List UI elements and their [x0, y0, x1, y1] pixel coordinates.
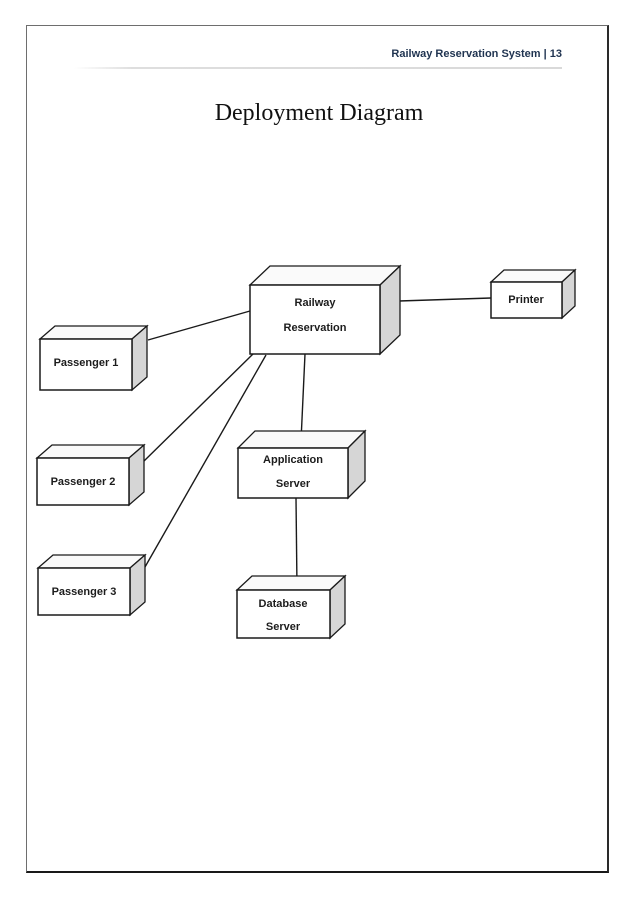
- node-passenger-1: Passenger 1: [38, 324, 149, 392]
- node-appserver-label-line2: Server: [276, 478, 311, 490]
- connector-railway-printer: [398, 297, 492, 302]
- node-appserver-top-face: [236, 430, 367, 449]
- node-railway-front-face: [249, 284, 381, 355]
- node-railway-label-line1: Railway: [295, 297, 337, 309]
- node-passenger2-label: Passenger 2: [51, 476, 116, 488]
- connector-appserver-dbserver: [295, 497, 298, 589]
- header-rule: [74, 67, 562, 69]
- node-railway-label-line2: Reservation: [284, 322, 347, 334]
- node-printer: Printer: [489, 268, 577, 320]
- node-passenger-3: Passenger 3: [36, 553, 147, 617]
- connectors: [142, 297, 492, 589]
- node-dbserver-top-face: [235, 575, 347, 591]
- node-dbserver-label-line1: Database: [259, 598, 308, 610]
- node-dbserver-front-face: [236, 589, 331, 639]
- page-border: [26, 25, 609, 873]
- node-application-server: Application Server: [236, 429, 367, 500]
- page-header: Railway Reservation System | 13: [391, 48, 562, 60]
- node-appserver-front-face: [237, 447, 349, 499]
- node-passenger-2: Passenger 2: [35, 443, 146, 507]
- connector-passenger2-railway: [142, 353, 254, 463]
- node-printer-label: Printer: [508, 294, 544, 306]
- node-printer-front-face: [490, 281, 563, 319]
- connector-railway-appserver: [300, 353, 306, 442]
- node-dbserver-label-line2: Server: [266, 621, 301, 633]
- node-railway-reservation: Railway Reservation: [248, 264, 402, 356]
- node-passenger1-label: Passenger 1: [54, 357, 119, 369]
- node-printer-top-face: [489, 269, 577, 283]
- node-passenger3-top-face: [36, 554, 147, 569]
- node-passenger1-top-face: [38, 325, 149, 340]
- node-passenger1-front-face: [39, 338, 133, 391]
- connector-passenger3-railway: [144, 354, 267, 568]
- node-passenger2-top-face: [35, 444, 146, 459]
- node-passenger2-front-face: [36, 457, 130, 506]
- node-passenger3-label: Passenger 3: [52, 586, 117, 598]
- node-appserver-label-line1: Application: [263, 454, 323, 466]
- connector-passenger1-railway: [147, 310, 251, 341]
- page-title: Deployment Diagram: [214, 100, 424, 126]
- node-passenger3-front-face: [37, 567, 131, 616]
- node-railway-top-face: [248, 265, 402, 286]
- node-database-server: Database Server: [235, 574, 347, 640]
